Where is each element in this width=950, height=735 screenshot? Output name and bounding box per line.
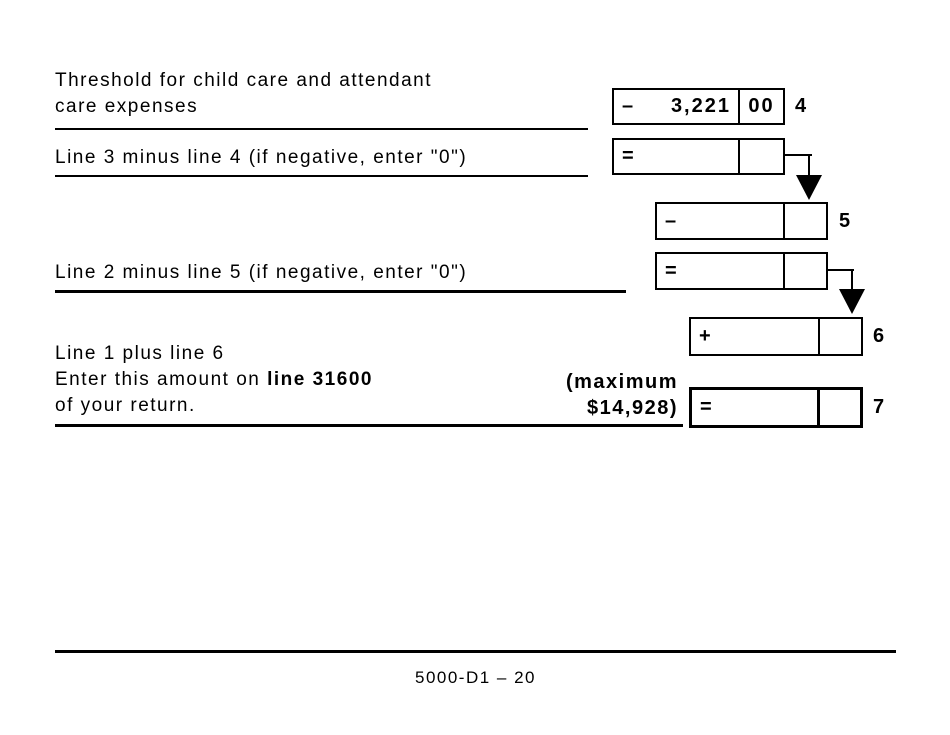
row-total-label-line2: Enter this amount on line 31600 [55, 367, 373, 393]
amount-box-line7: = [689, 387, 863, 428]
row-total-label-line1: Line 1 plus line 6 [55, 343, 225, 364]
row-total-label-line3: of your return. [55, 395, 196, 416]
row-total-rule [55, 424, 683, 427]
row-threshold-rule [55, 128, 588, 130]
row-threshold-label: Threshold for child care and attendant c… [55, 68, 432, 120]
line4-dollars-cell: – 3,221 [614, 90, 738, 123]
row-line3-minus-line4-label: Line 3 minus line 4 (if negative, enter … [55, 147, 468, 168]
line4-cents-value: 00 [748, 95, 775, 117]
line2-minus-line5-dollars-cell: = [657, 254, 783, 288]
equals-operator: = [700, 396, 714, 418]
arrow1-vertical-line [808, 154, 810, 176]
arrow-down-icon [796, 175, 822, 200]
line7-dollars-field[interactable] [714, 390, 810, 425]
row-total-label-line2-prefix: Enter this amount on [55, 369, 268, 390]
page-number: 5000-D1 – 20 [414, 668, 537, 687]
line4-dollars-value: 3,221 [670, 95, 731, 117]
row-line2-minus-line5-rule [55, 290, 626, 293]
amount-box-line3-minus-line4: = [612, 138, 785, 175]
line5-dollars-cell: – [657, 204, 783, 238]
row-total-label: Line 1 plus line 6 Enter this amount on … [55, 341, 373, 419]
line-number-7: 7 [873, 396, 885, 418]
maximum-note-line1: (maximum [565, 371, 678, 393]
amount-box-line6: + [689, 317, 863, 356]
equals-operator: = [665, 259, 679, 282]
arrow2-vertical-line [851, 269, 853, 290]
row-threshold-label-line1: Threshold for child care and attendant [55, 70, 433, 91]
row-line2-minus-line5-label: Line 2 minus line 5 (if negative, enter … [55, 262, 468, 283]
line-number-5: 5 [839, 210, 851, 232]
line2-minus-line5-cents-field[interactable] [783, 254, 826, 288]
line4-cents-cell: 00 [738, 90, 783, 123]
line3-minus-line4-cents-field[interactable] [738, 140, 783, 173]
row-line3-minus-line4-rule [55, 175, 588, 177]
footer-rule [55, 650, 896, 653]
line5-cents-field[interactable] [783, 204, 826, 238]
line-number-6: 6 [873, 325, 885, 347]
line-31600-reference: line 31600 [267, 369, 373, 390]
line5-dollars-field[interactable] [678, 204, 776, 238]
minus-operator: – [622, 95, 636, 117]
row-threshold-label-line2: care expenses [55, 96, 199, 117]
amount-box-line5: – [655, 202, 828, 240]
line-number-4: 4 [795, 95, 807, 117]
plus-operator: + [699, 325, 713, 347]
line7-cents-field[interactable] [817, 390, 860, 425]
line3-minus-line4-dollars-cell: = [614, 140, 738, 173]
line6-cents-field[interactable] [818, 319, 861, 354]
line6-dollars-cell: + [691, 319, 818, 354]
maximum-note-line2: $14,928) [587, 397, 678, 419]
arrow-down-icon [839, 289, 865, 314]
line2-minus-line5-dollars-field[interactable] [679, 254, 776, 288]
line3-minus-line4-dollars-field[interactable] [636, 140, 731, 173]
amount-box-line2-minus-line5: = [655, 252, 828, 290]
arrow2-horizontal-line [828, 269, 854, 271]
arrow1-horizontal-line [785, 154, 812, 156]
amount-box-line4: – 3,221 00 [612, 88, 785, 125]
equals-operator: = [622, 145, 636, 167]
line7-dollars-cell: = [692, 390, 817, 425]
minus-operator: – [665, 209, 679, 232]
maximum-note: (maximum $14,928) [566, 369, 678, 421]
line6-dollars-field[interactable] [713, 319, 811, 354]
